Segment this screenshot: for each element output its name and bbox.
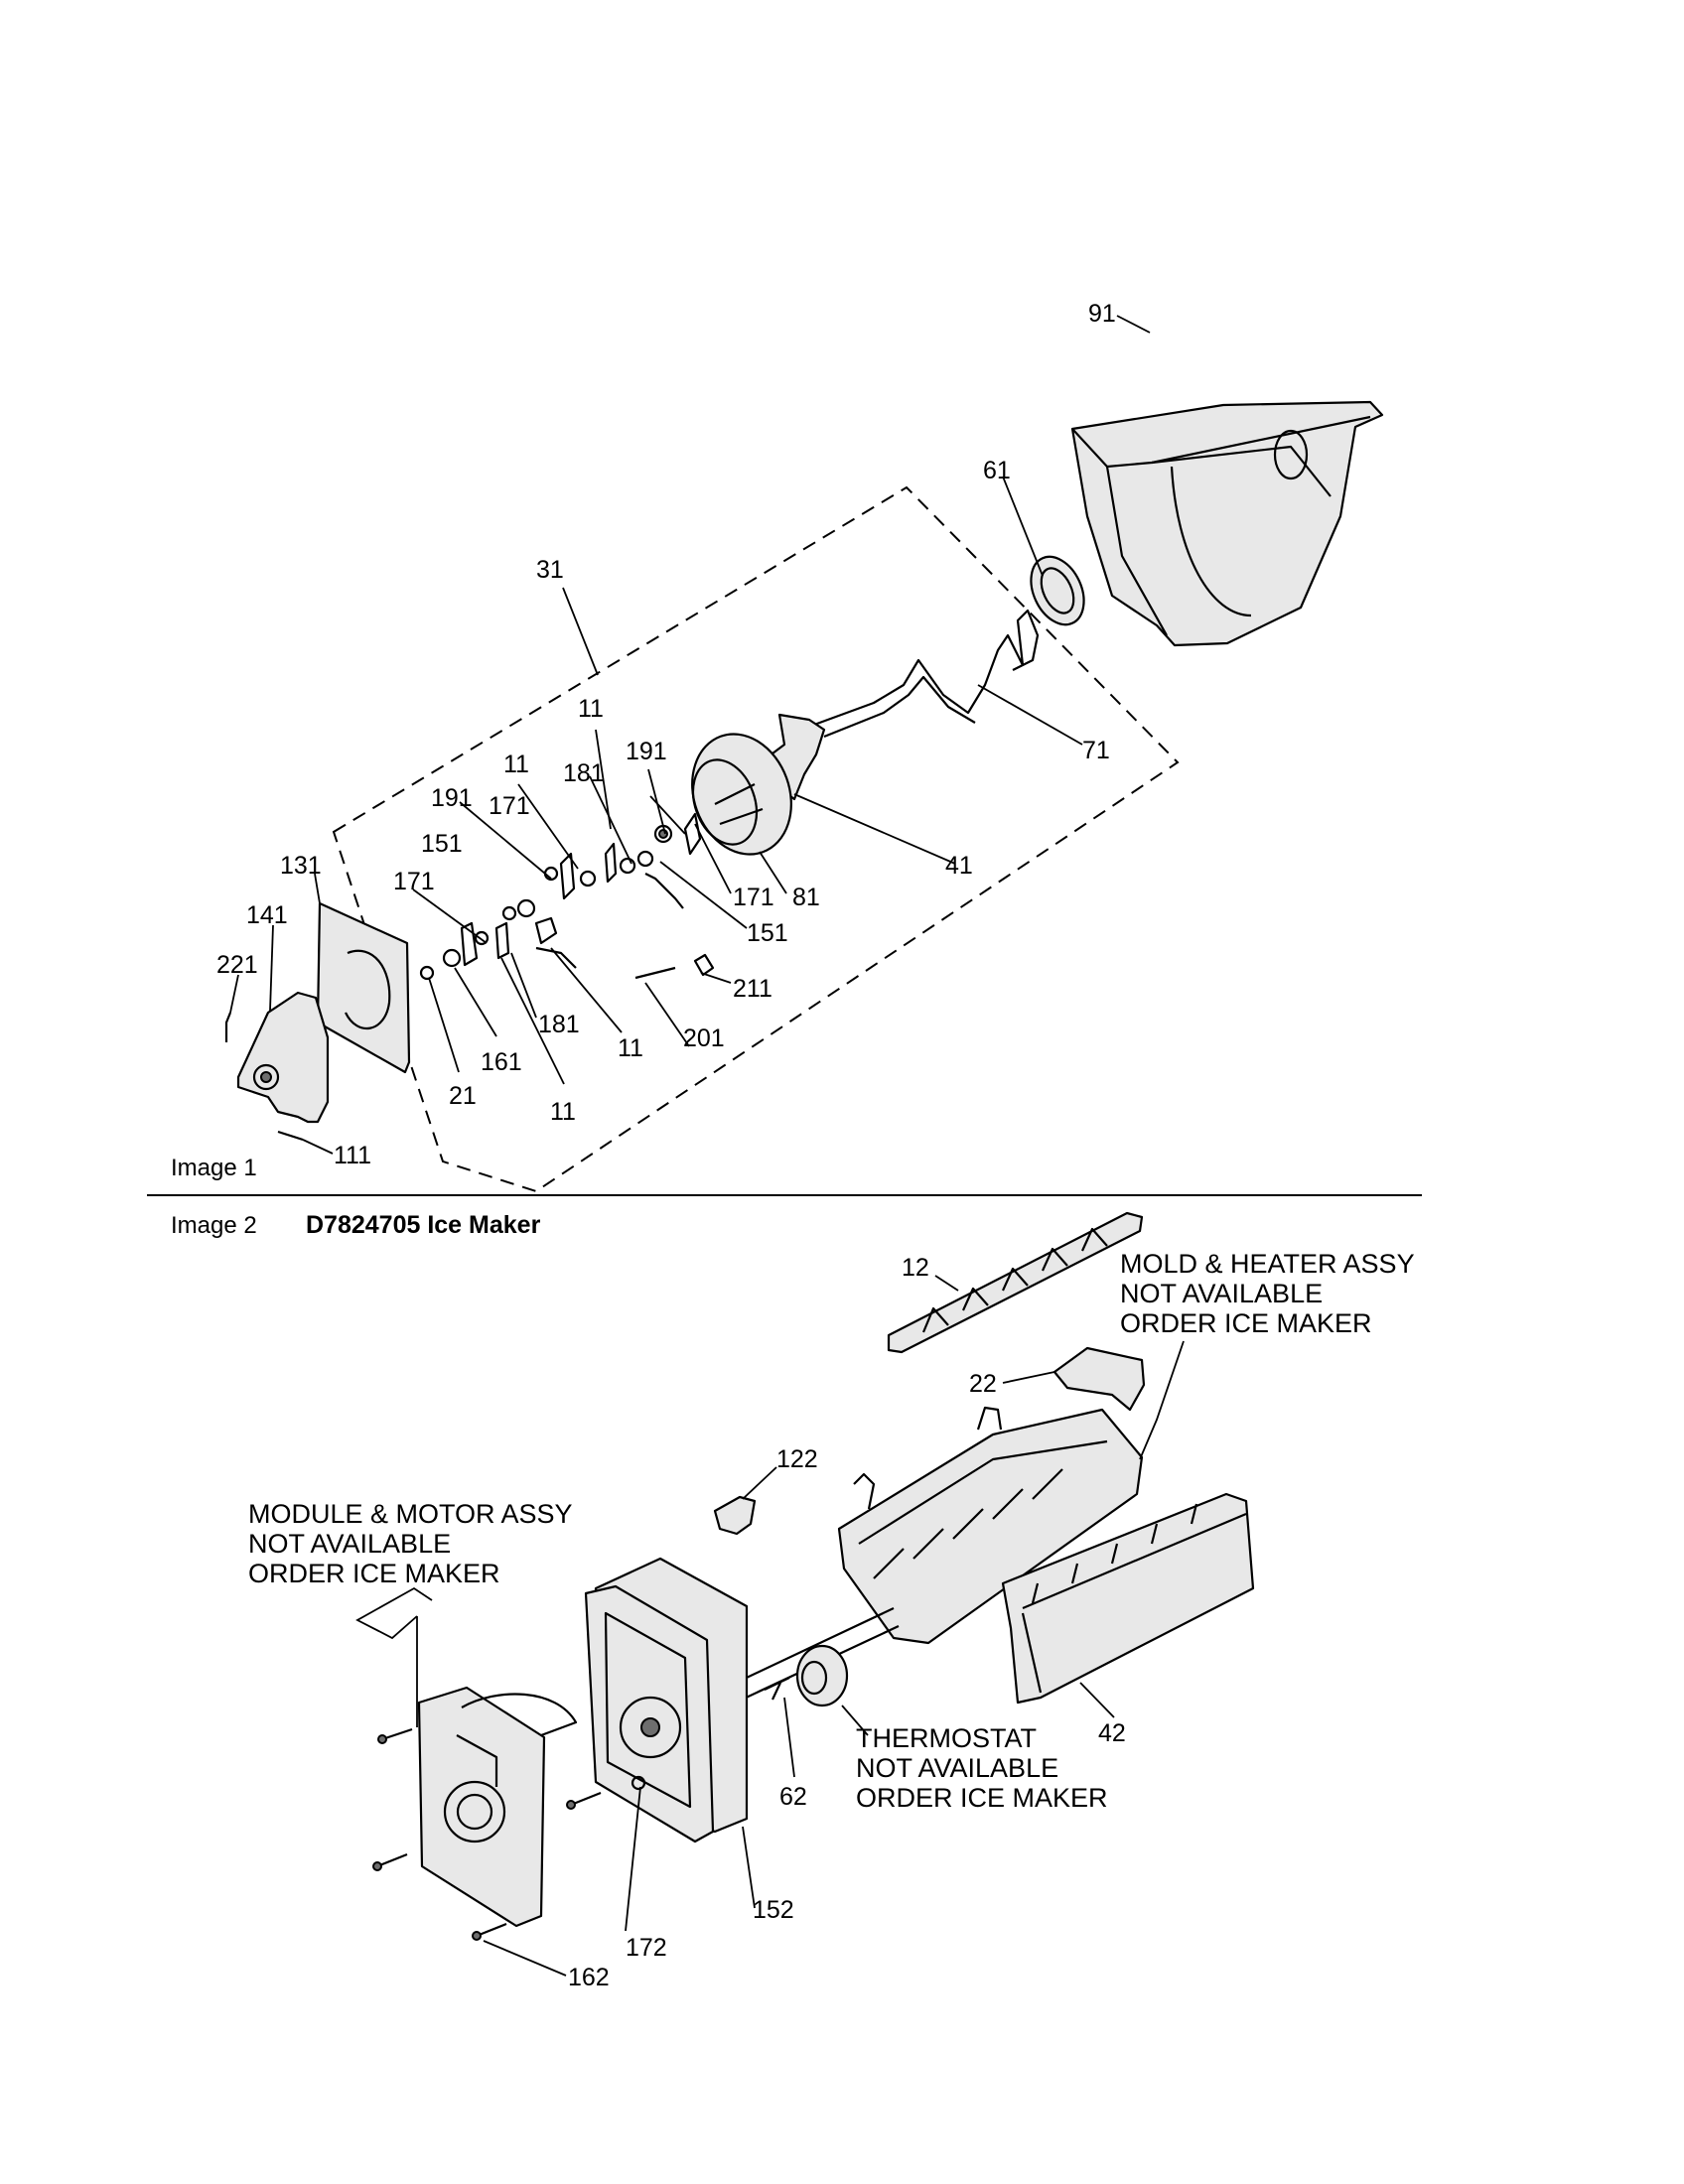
auger-drum-part [691,733,792,856]
callout-151-left: 151 [421,830,463,858]
callout-31: 31 [536,556,564,584]
mold-note-line-3: ORDER ICE MAKER [1120,1308,1372,1338]
callout-11-lower: 11 [618,1034,643,1062]
mold-heater-part [837,1406,1144,1645]
callout-151-right: 151 [747,919,788,947]
callout-91: 91 [1088,300,1116,328]
callout-211: 211 [733,975,772,1003]
thermostat-note-line-1: THERMOSTAT [856,1723,1037,1753]
module-note-line-2: NOT AVAILABLE [248,1529,451,1559]
thermostat-part [795,1644,849,1707]
callout-22: 22 [969,1370,997,1398]
screws [372,1727,646,1941]
callout-11-bottom: 11 [550,1098,576,1126]
gear-ring-part [1030,555,1085,626]
pin-62-part [764,1677,790,1701]
callout-221: 221 [216,951,258,979]
callout-162: 162 [568,1964,610,1991]
callout-152: 152 [753,1896,794,1924]
callout-201: 201 [683,1024,725,1052]
callout-181-lower: 181 [538,1011,580,1038]
callout-171-left: 171 [393,868,435,895]
mold-heater-note: MOLD & HEATER ASSY NOT AVAILABLE ORDER I… [1120,1249,1415,1338]
bearing-22-part [1052,1346,1146,1412]
callout-171-upper: 171 [489,792,530,820]
callout-42: 42 [1098,1719,1126,1747]
screw-221-part [224,1012,232,1042]
motor-module-part [417,1686,578,1928]
callout-111: 111 [334,1142,371,1169]
image1-leader-lines [229,315,1151,1155]
callout-41: 41 [945,852,973,880]
image2-title: D7824705 Ice Maker [306,1211,541,1239]
callout-191-left: 191 [431,784,473,812]
ice-bucket-part [1070,400,1384,647]
module-motor-note: MODULE & MOTOR ASSY NOT AVAILABLE ORDER … [248,1499,573,1588]
motor-housing-part [236,991,330,1124]
mold-note-line-2: NOT AVAILABLE [1120,1279,1323,1308]
image1-diagram: 91 61 31 71 11 191 11 181 191 171 151 17… [171,300,1384,1193]
image2-leader-lines [355,1275,1185,1977]
callout-172: 172 [626,1934,667,1962]
clip-122-part [713,1495,757,1536]
thermostat-note-line-2: NOT AVAILABLE [856,1753,1058,1783]
callout-21: 21 [449,1082,477,1110]
callout-141: 141 [246,901,288,929]
callout-12: 12 [902,1254,929,1282]
callout-122: 122 [776,1445,818,1473]
module-note-line-1: MODULE & MOTOR ASSY [248,1499,573,1529]
front-cover-part [1001,1492,1255,1705]
callout-191-right: 191 [626,738,667,765]
thermostat-note: THERMOSTAT NOT AVAILABLE ORDER ICE MAKER [856,1723,1108,1813]
callout-61: 61 [983,457,1011,484]
callout-81: 81 [792,884,820,911]
callout-62: 62 [779,1783,807,1811]
callout-11-upper: 11 [503,751,529,778]
ejector-part [887,1211,1144,1354]
image1-caption: Image 1 [171,1155,257,1181]
module-note-line-3: ORDER ICE MAKER [248,1559,500,1588]
assembly-31-boundary [332,485,1180,1193]
module-frame-part [584,1584,715,1843]
callout-11-top: 11 [578,695,604,723]
thermostat-note-line-3: ORDER ICE MAKER [856,1783,1108,1813]
callout-181-upper: 181 [563,759,605,787]
callout-71: 71 [1082,737,1110,764]
small-hardware-parts [419,812,715,981]
callout-131: 131 [280,852,322,880]
auger-wire-part [813,609,1040,727]
image2-caption: Image 2 [171,1212,257,1239]
mold-note-line-1: MOLD & HEATER ASSY [1120,1249,1415,1279]
screw-111-part [277,1130,304,1142]
callout-171-right: 171 [733,884,774,911]
mounting-plate-part [316,901,411,1074]
callout-161: 161 [481,1048,522,1076]
image2-diagram: Image 2 D7824705 Ice Maker [171,1211,1415,1991]
